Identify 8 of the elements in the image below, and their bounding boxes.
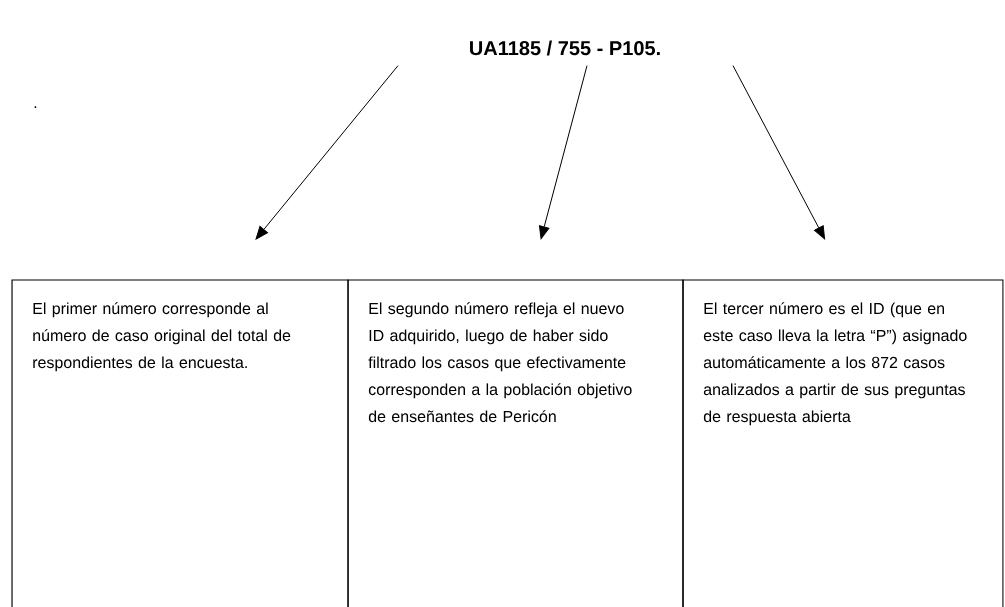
dot-text: . — [34, 106, 37, 108]
table-cell: El segundo número refleja el nuevo ID adquirido, luego de haber sido filtrado los casos que efectivamente corresponden a la población objetivo de enseñantes de Pericón — [347, 279, 684, 607]
arrow — [732, 65, 826, 240]
table-cell: El tercer número es el ID (que en este caso lleva la letra “P”) asignado automáticamente a los 872 casos analizados a partir de sus preguntas de respuesta abierta — [682, 279, 1004, 607]
title: UA1185 / 755 - P105. — [470, 40, 660, 56]
arrow — [255, 65, 399, 240]
arrow — [538, 65, 588, 240]
table-cell: El primer número corresponde al número de caso original del total de respondientes de la encuesta. — [11, 279, 349, 607]
